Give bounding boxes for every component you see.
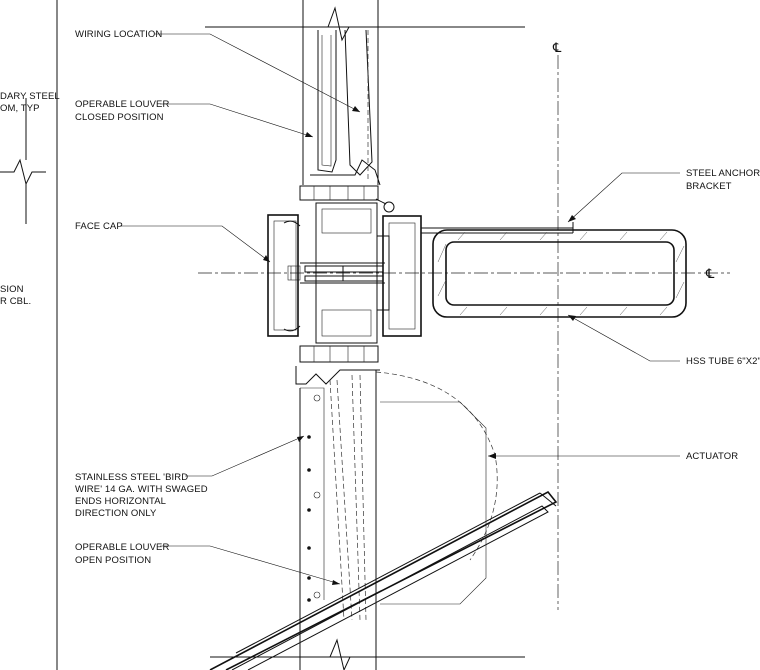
dimension-note-line1: SION bbox=[0, 284, 24, 295]
callout-hss-tube: HSS TUBE 6"X2" bbox=[567, 314, 760, 367]
callout-wiring-location: WIRING LOCATION bbox=[75, 29, 361, 113]
louver-closed-label-line1: OPERABLE LOUVER bbox=[75, 99, 169, 110]
break-line-left bbox=[0, 158, 46, 186]
face-cap-label: FACE CAP bbox=[75, 221, 123, 232]
centerline-symbol-right: ℄ bbox=[705, 266, 715, 281]
louver-closed-label-line2: CLOSED POSITION bbox=[75, 112, 164, 123]
steel-anchor-label-line1: STEEL ANCHOR bbox=[686, 168, 760, 179]
callout-actuator: ACTUATOR bbox=[488, 451, 738, 462]
secondary-steel-note-line1: DARY STEEL bbox=[0, 91, 60, 102]
callout-steel-anchor: STEEL ANCHOR BRACKET bbox=[567, 168, 760, 223]
face-cap bbox=[267, 214, 301, 337]
hss-tube bbox=[432, 229, 687, 318]
louver-open-label-line2: OPEN POSITION bbox=[75, 555, 151, 566]
callout-face-cap: FACE CAP bbox=[75, 221, 271, 263]
centerline-symbol-top: ℄ bbox=[552, 40, 562, 55]
louver-blade-open bbox=[209, 490, 558, 670]
centerlines: ℄ ℄ bbox=[198, 40, 730, 610]
wiring-location-label: WIRING LOCATION bbox=[75, 29, 162, 40]
lower-clip bbox=[295, 345, 380, 385]
bird-wire-label-line2: WIRE' 14 GA. WITH SWAGED bbox=[75, 484, 208, 495]
bird-wire-label-line1: STAINLESS STEEL 'BIRD bbox=[75, 472, 188, 483]
adjacent-detail-fragment: DARY STEEL OM, TYP SION R CBL. bbox=[0, 91, 60, 307]
dimension-note-line2: R CBL. bbox=[0, 296, 31, 307]
callout-louver-open: OPERABLE LOUVER OPEN POSITION bbox=[75, 542, 341, 585]
callout-louver-closed: OPERABLE LOUVER CLOSED POSITION bbox=[75, 99, 314, 138]
bird-wire-label-line4: DIRECTION ONLY bbox=[75, 508, 157, 519]
hss-tube-label: HSS TUBE 6"X2" bbox=[686, 356, 760, 367]
secondary-steel-note-line2: OM, TYP bbox=[0, 103, 40, 114]
anchor-clip bbox=[377, 215, 574, 337]
upper-louver-closed bbox=[299, 0, 395, 213]
actuator-label: ACTUATOR bbox=[686, 451, 738, 462]
lower-louver-assembly bbox=[299, 370, 377, 670]
louver-open-label-line1: OPERABLE LOUVER bbox=[75, 542, 169, 553]
bird-wire-label-line3: ENDS HORIZONTAL bbox=[75, 496, 166, 507]
steel-anchor-label-line2: BRACKET bbox=[686, 181, 732, 192]
callout-bird-wire: STAINLESS STEEL 'BIRD WIRE' 14 GA. WITH … bbox=[75, 435, 305, 519]
